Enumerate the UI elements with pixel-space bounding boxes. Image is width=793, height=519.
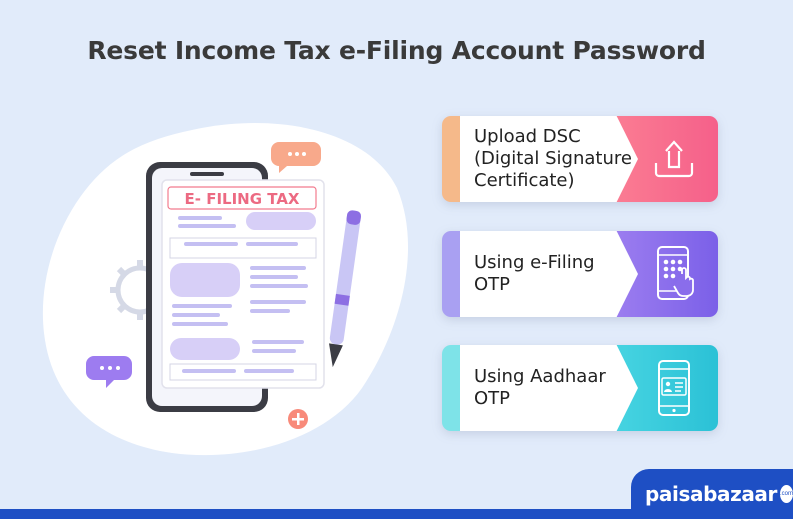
efiling-illustration: E- FILING TAX	[86, 142, 362, 429]
document-heading: E- FILING TAX	[185, 190, 300, 208]
brand-suffix: .com	[779, 485, 793, 503]
pen-icon	[329, 210, 362, 368]
brand-bar	[0, 509, 793, 519]
page-title: Reset Income Tax e-Filing Account Passwo…	[87, 36, 706, 65]
phone-id-card-icon	[658, 360, 690, 416]
option-aadhaar-otp[interactable]: Using Aadhaar OTP	[442, 345, 718, 431]
upload-icon	[654, 140, 694, 178]
option-label-line: Upload DSC	[474, 126, 581, 147]
option-label-line: (Digital Signature	[474, 148, 632, 169]
option-efiling-otp[interactable]: Using e-Filing OTP	[442, 231, 718, 317]
chat-bubble-icon	[271, 142, 321, 173]
option-label-line: OTP	[474, 274, 511, 295]
plus-icon	[288, 409, 308, 429]
document-sheet: E- FILING TAX	[161, 179, 325, 389]
option-label-line: Using Aadhaar	[474, 366, 606, 387]
phone-keypad-icon	[657, 246, 694, 300]
brand-name: paisabazaar	[645, 482, 777, 506]
option-label-line: OTP	[474, 388, 511, 409]
option-upload-dsc[interactable]: Upload DSC (Digital Signature Certificat…	[442, 116, 718, 202]
option-label-line: Certificate)	[474, 170, 575, 191]
brand-logo[interactable]: paisabazaar .com	[631, 469, 793, 519]
chat-bubble-icon	[86, 356, 132, 388]
option-label-line: Using e-Filing	[474, 252, 595, 273]
